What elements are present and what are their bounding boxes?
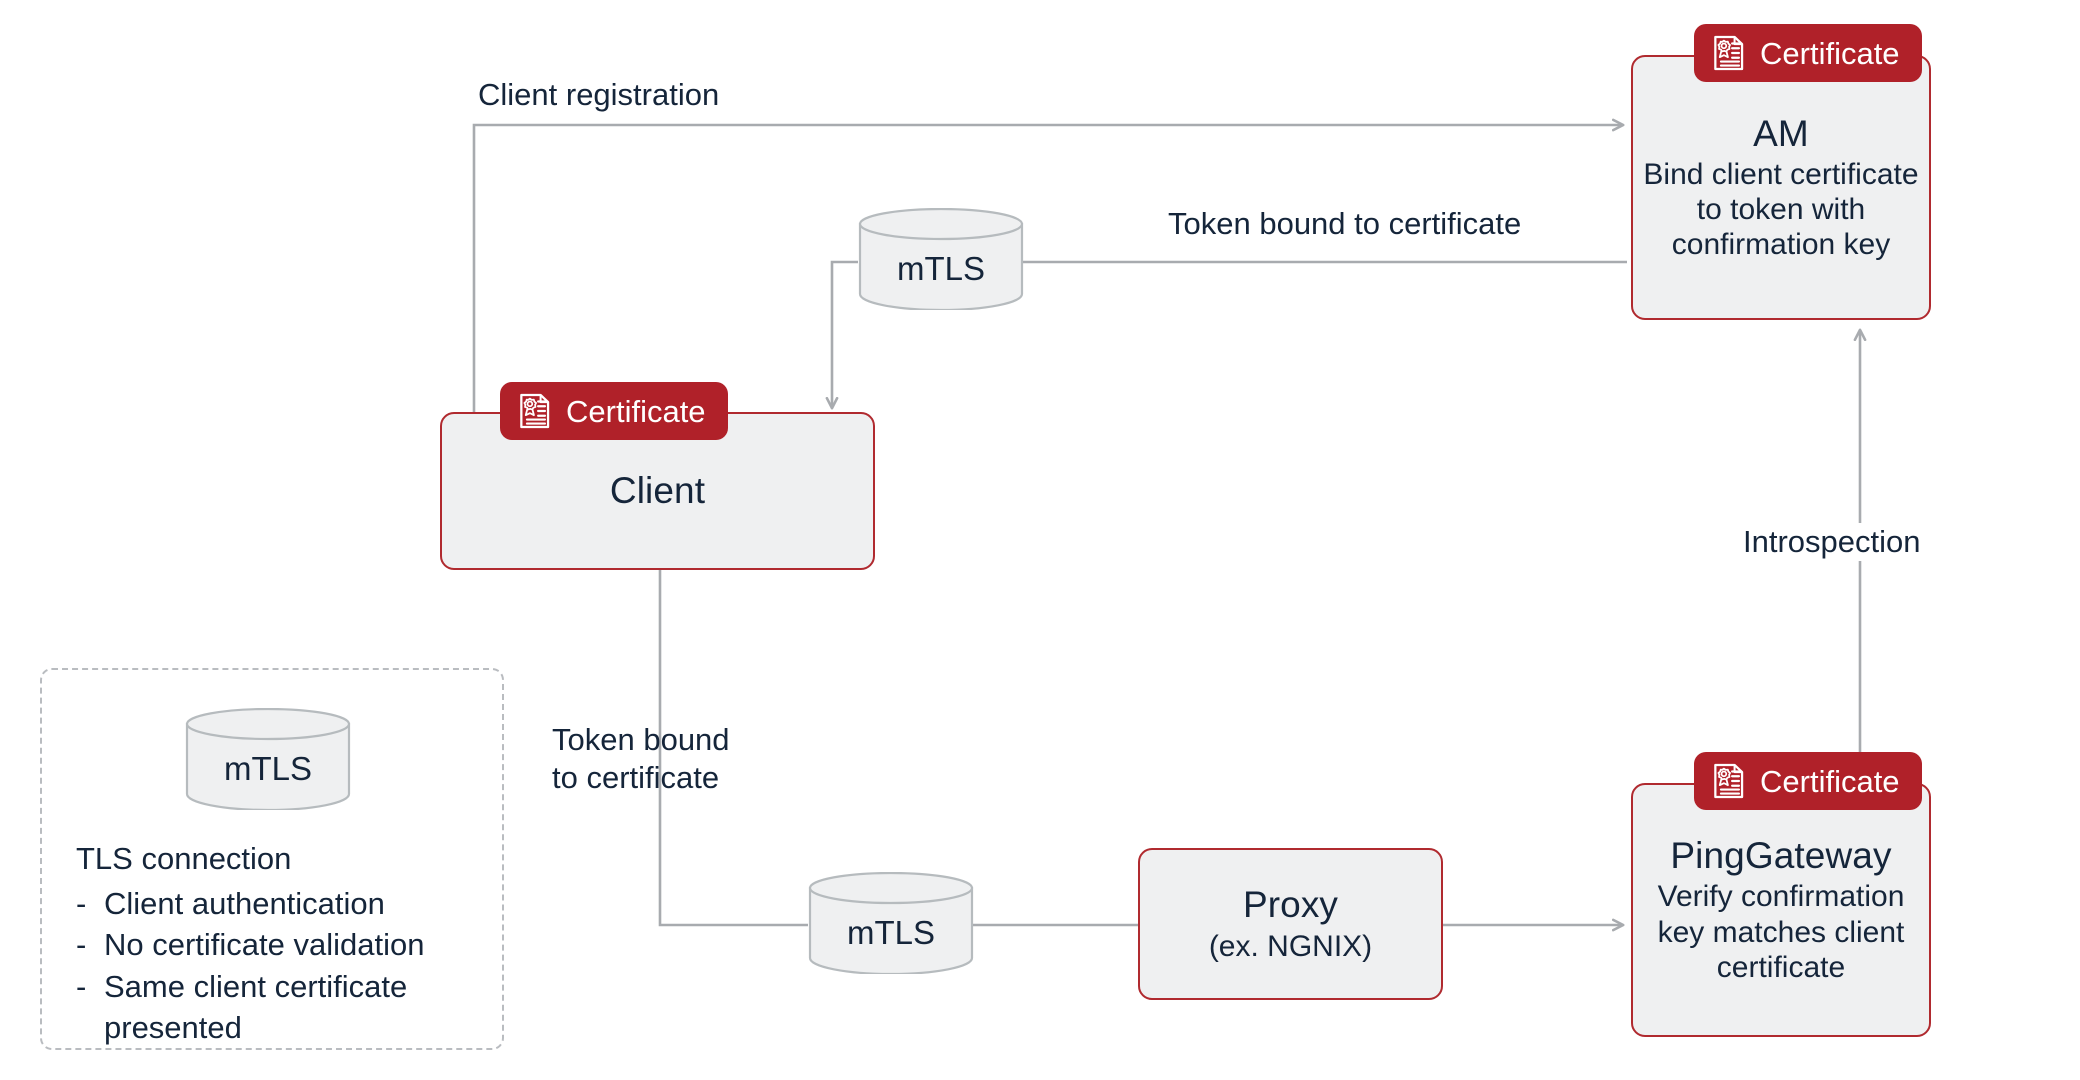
node-am-title: AM xyxy=(1753,112,1809,154)
legend-item: - Same client certificate presented xyxy=(76,966,506,1048)
wire-client-registration xyxy=(472,118,1625,420)
edge-label-token-bound-left-line1: Token bound xyxy=(552,722,730,757)
cylinder-shape xyxy=(185,707,351,812)
certificate-document-seal-icon xyxy=(1714,35,1744,71)
node-proxy-title: Proxy xyxy=(1242,884,1339,926)
edge-label-introspection: Introspection xyxy=(1737,523,1927,562)
cylinder-shape xyxy=(858,207,1024,312)
certificate-badge-client[interactable]: Certificate xyxy=(500,382,728,440)
legend-cylinder-mtls: mTLS xyxy=(185,707,351,812)
node-pinggateway-subtitle: Verify confirmation key matches client c… xyxy=(1657,880,1905,984)
legend-bullet-dash: - xyxy=(76,927,87,963)
edge-label-client-registration: Client registration xyxy=(478,77,720,112)
legend-item-label: Same client certificate presented xyxy=(104,968,408,1045)
node-proxy-subtitle: (ex. NGNIX) xyxy=(1208,929,1373,963)
certificate-badge-client-label: Certificate xyxy=(566,393,706,429)
cylinder-mtls-bottom-label: mTLS xyxy=(846,914,935,951)
legend-item: - No certificate validation xyxy=(76,924,506,965)
legend-panel: mTLS TLS connection - Client authenticat… xyxy=(40,668,504,1050)
certificate-badge-am[interactable]: Certificate xyxy=(1694,24,1922,82)
node-client-title: Client xyxy=(609,469,706,511)
edge-label-token-bound-top: Token bound to certificate xyxy=(1168,206,1522,241)
legend-item-label: No certificate validation xyxy=(104,927,425,963)
certificate-badge-pinggateway-label: Certificate xyxy=(1760,763,1900,799)
wire-token-bound-top-left xyxy=(825,260,858,410)
node-am-subtitle: Bind client certificate to token with co… xyxy=(1643,157,1919,262)
node-am[interactable]: AM Bind client certificate to token with… xyxy=(1631,55,1931,320)
certificate-document-seal-icon xyxy=(1714,763,1744,799)
node-pinggateway[interactable]: PingGateway Verify confirmation key matc… xyxy=(1631,783,1931,1037)
edge-label-token-bound-left-line2: to certificate xyxy=(552,760,720,795)
cylinder-mtls-top-label: mTLS xyxy=(896,250,985,287)
cylinder-mtls-top: mTLS xyxy=(858,207,1024,312)
node-proxy[interactable]: Proxy (ex. NGNIX) xyxy=(1138,848,1443,1000)
node-pinggateway-title: PingGateway xyxy=(1670,835,1892,877)
certificate-document-seal-icon xyxy=(520,393,550,429)
legend-heading: TLS connection xyxy=(76,841,292,876)
cylinder-mtls-bottom: mTLS xyxy=(808,871,974,976)
cylinder-shape xyxy=(808,871,974,976)
legend-bullet-dash: - xyxy=(76,968,87,1004)
legend-list: TLS connection - Client authentication -… xyxy=(76,840,506,1048)
certificate-badge-am-label: Certificate xyxy=(1760,35,1900,71)
legend-bullet-dash: - xyxy=(76,886,87,922)
legend-item: - Client authentication xyxy=(76,883,506,924)
certificate-badge-pinggateway[interactable]: Certificate xyxy=(1694,752,1922,810)
legend-cylinder-mtls-label: mTLS xyxy=(223,750,312,787)
legend-item-label: Client authentication xyxy=(104,886,385,922)
